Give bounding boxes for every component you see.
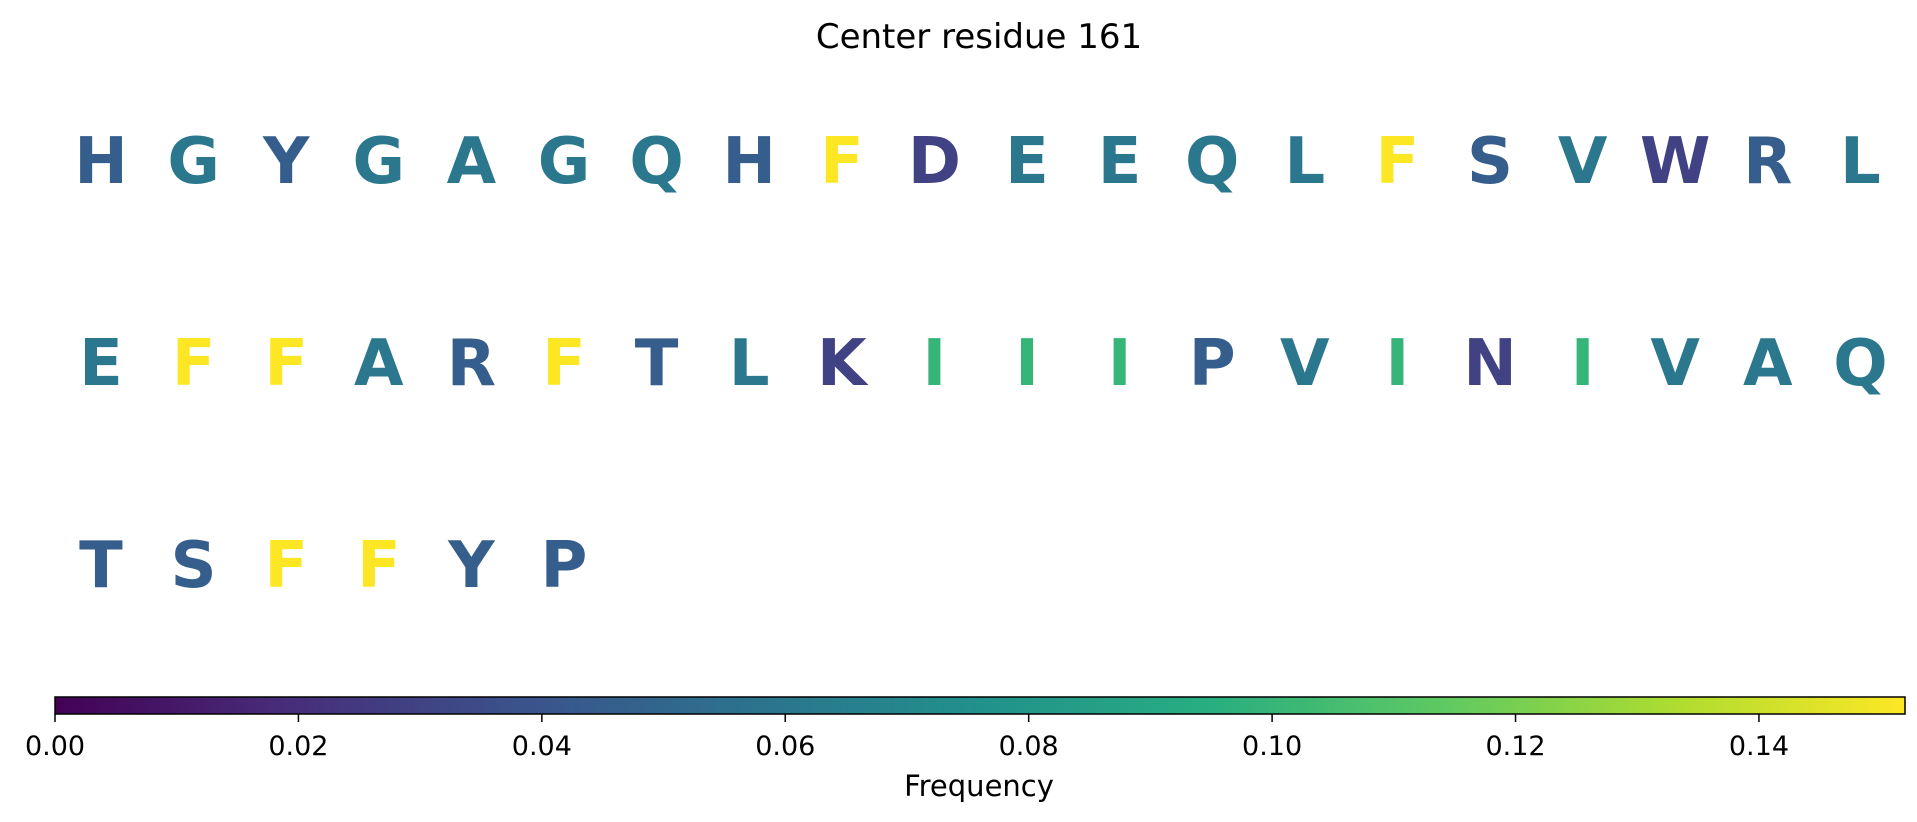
colorbar: 0.00 0.02 0.04 0.06 0.08 0.10 0.12 0.14 Frequen… [25,696,1906,803]
residue-letter: A [1743,327,1793,401]
colorbar-tick-label: 0.06 [755,731,815,762]
colorbar-tick-label: 0.10 [1242,731,1302,762]
residue-letter: Q [1833,327,1887,401]
residue-letter: E [79,327,123,401]
residue-letter: K [817,327,869,401]
residue-letter: F [1376,125,1420,199]
colorbar-tick-label: 0.00 [25,731,85,762]
colorbar-tick-label: 0.02 [268,731,328,762]
residue-letter: T [79,529,123,603]
residue-letter: F [264,327,308,401]
residue-letter: G [353,125,406,199]
residue-letter: I [1571,327,1595,401]
residue-letter: H [74,125,128,199]
residue-letter: L [1284,125,1325,199]
colorbar-tick-label: 0.08 [999,731,1059,762]
residue-letter: G [538,125,591,199]
residue-letter: W [1640,125,1711,199]
residue-letter: R [447,327,496,401]
colorbar-gradient [54,696,1906,715]
residue-letter: Y [447,529,495,603]
colorbar-label: Frequency [904,769,1054,803]
residue-letter: E [1005,125,1049,199]
residue-letter: F [264,529,308,603]
residue-letter: A [354,327,404,401]
residue-letter: F [820,125,864,199]
colorbar-tick-label: 0.04 [512,731,572,762]
residue-letter: E [1098,125,1142,199]
residue-letter: I [922,327,946,401]
colorbar-tick-label: 0.14 [1729,731,1789,762]
residue-letter: Q [1185,125,1239,199]
residue-letter: L [729,327,770,401]
residue-letter: T [635,327,679,401]
residue-letter: G [167,125,220,199]
chart-title: Center residue 161 [816,17,1142,57]
residue-letter: Q [629,125,683,199]
residue-letter: N [1463,327,1517,401]
residue-letter: P [1189,327,1236,401]
residue-letter: F [542,327,586,401]
residue-letter: D [908,125,961,199]
residue-letter: F [357,529,401,603]
residue-letter: I [1108,327,1132,401]
residue-letter: I [1015,327,1039,401]
residue-letter: V [1558,125,1608,199]
residue-letter: F [172,327,216,401]
residue-letter: V [1650,327,1700,401]
residue-letter: V [1280,327,1330,401]
colorbar-tick-label: 0.12 [1485,731,1545,762]
residue-letter: A [447,125,497,199]
residue-letter: P [541,529,588,603]
residue-letter: S [1467,125,1513,199]
residue-letter: S [171,529,217,603]
residue-letter: I [1385,327,1409,401]
residue-letter: L [1840,125,1881,199]
residue-letter: R [1743,125,1792,199]
colorbar-ticks: 0.00 0.02 0.04 0.06 0.08 0.10 0.12 0.14 [25,714,1789,762]
residue-letter: H [722,125,776,199]
residue-letter: Y [262,125,310,199]
